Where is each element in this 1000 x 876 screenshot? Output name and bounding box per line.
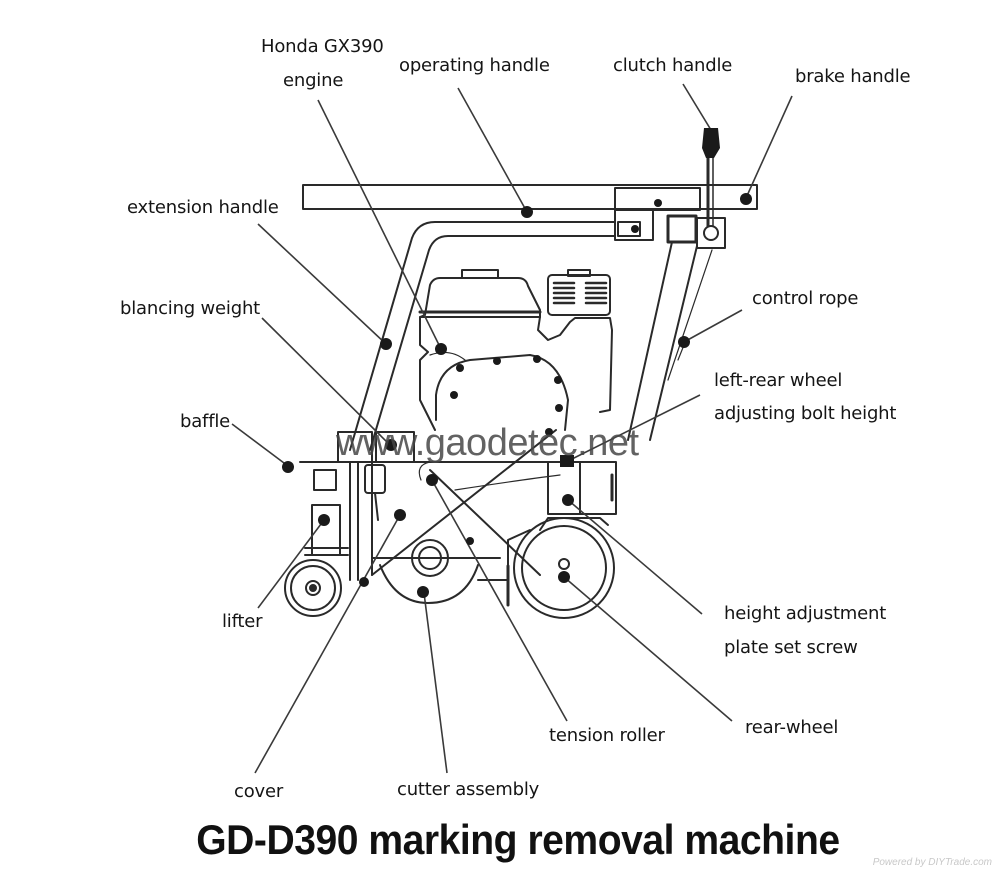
- cutter-drum: [379, 539, 479, 604]
- dot-cutter-assembly: [417, 586, 429, 598]
- engine-fuel-tank: [418, 269, 542, 318]
- engine-air-filter: [547, 269, 611, 316]
- dot-belt-1: [450, 391, 458, 399]
- clutch-handle-knob: [702, 128, 720, 158]
- dot-frame-bolt: [466, 537, 474, 545]
- dot-nut-2: [631, 225, 639, 233]
- dot-baffle: [282, 461, 294, 473]
- dot-height-adjustment: [562, 494, 574, 506]
- extension-handle-tube: [349, 221, 616, 451]
- leader-operating-handle: [457, 87, 528, 213]
- callout-dots: [282, 128, 752, 598]
- lifter-assembly: [304, 464, 386, 556]
- label-operating-handle: operating handle: [399, 55, 550, 76]
- leader-engine: [317, 99, 442, 350]
- dot-left-rear-wheel: [560, 455, 574, 467]
- dot-extension-handle: [380, 338, 392, 350]
- dot-bracket-bolt: [359, 577, 369, 587]
- leader-balancing-weight: [261, 317, 391, 446]
- rear-wheel: [513, 517, 615, 619]
- dot-belt-3: [493, 357, 501, 365]
- dot-belt-4: [533, 355, 541, 363]
- engine-block: [419, 316, 613, 431]
- leader-lifter: [257, 519, 325, 609]
- watermark: www.gaodetec.net: [336, 422, 639, 464]
- dot-rear-wheel: [558, 571, 570, 583]
- leader-extension-handle: [257, 223, 387, 345]
- leader-height-adjustment: [567, 499, 703, 615]
- dot-nut-1: [654, 199, 662, 207]
- label-height-adjustment-line1: height adjustment: [724, 603, 887, 624]
- side-plate: [371, 429, 561, 576]
- dot-engine: [435, 343, 447, 355]
- label-left-rear-wheel-line2: adjusting bolt height: [714, 403, 897, 424]
- leader-brake-handle: [745, 95, 793, 199]
- dot-operating-handle: [521, 206, 533, 218]
- label-left-rear-wheel-line1: left-rear wheel: [714, 370, 843, 391]
- belt-cover: [435, 354, 569, 431]
- label-clutch-handle: clutch handle: [613, 55, 733, 76]
- dot-belt-7: [545, 428, 553, 436]
- label-cutter-assembly: cutter assembly: [397, 779, 540, 800]
- label-balancing-weight: blancing weight: [120, 298, 261, 319]
- leader-left-rear-wheel: [565, 394, 701, 463]
- callout-lines: [231, 83, 793, 774]
- label-control-rope: control rope: [752, 288, 859, 309]
- leader-cutter-assembly: [423, 592, 448, 774]
- dot-control-rope: [678, 336, 690, 348]
- powered-by-credit: Powered by DIYTrade.com: [872, 857, 992, 868]
- label-cover: cover: [234, 781, 284, 802]
- dot-belt-5: [554, 376, 562, 384]
- page-title: GD-D390 marking removal machine: [196, 816, 840, 863]
- dot-cover: [394, 509, 406, 521]
- label-honda-engine-line2: engine: [283, 70, 344, 91]
- front-wheel: [284, 559, 342, 617]
- label-honda-engine-line1: Honda GX390: [261, 36, 384, 57]
- dot-lifter: [318, 514, 330, 526]
- dot-brake-handle: [740, 193, 752, 205]
- leader-tension-roller: [432, 481, 568, 722]
- leader-baffle: [231, 423, 289, 467]
- label-height-adjustment-line2: plate set screw: [724, 637, 858, 658]
- clutch-lever: [706, 148, 714, 228]
- label-brake-handle: brake handle: [795, 66, 911, 87]
- left-frame: [299, 431, 557, 581]
- label-extension-handle: extension handle: [127, 197, 279, 218]
- dot-belt-6: [555, 404, 563, 412]
- leader-cover: [254, 514, 401, 774]
- leader-clutch-handle: [682, 83, 712, 131]
- control-box: [614, 187, 726, 249]
- lower-frame: [477, 529, 531, 607]
- dot-tension-roller: [426, 474, 438, 486]
- leader-rear-wheel: [563, 576, 733, 722]
- label-baffle: baffle: [180, 411, 231, 432]
- label-tension-roller: tension roller: [549, 725, 665, 746]
- label-lifter: lifter: [222, 611, 263, 632]
- leader-control-rope: [683, 309, 743, 343]
- dot-balancing-weight: [385, 439, 397, 451]
- dot-belt-2: [456, 364, 464, 372]
- label-rear-wheel: rear-wheel: [745, 717, 839, 738]
